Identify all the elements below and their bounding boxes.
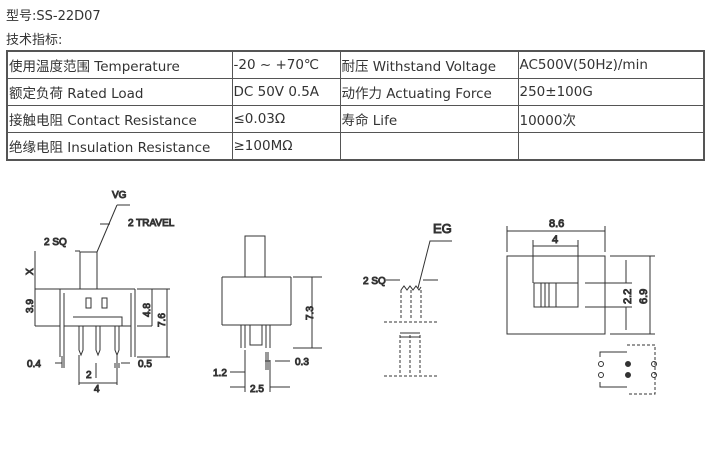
table-row: 绝缘电阻 Insulation Resistance ≥100MΩ <box>6 132 705 161</box>
label-0-3: 0.3 <box>295 357 309 368</box>
specs-table: 使用温度范围 Temperature -20 ~ +70℃ 耐压 Withsta… <box>6 50 705 161</box>
spec-label: 寿命 Life <box>339 105 519 133</box>
top-view-drawing: 8.6 4 2.2 6.9 <box>506 218 657 395</box>
label-x: X <box>25 268 36 275</box>
spec-value <box>517 132 705 161</box>
front-view-drawing: VG 2 TRAVEL 2 SQ X 3.9 4.8 7.6 0.4 0.5 2… <box>25 190 176 396</box>
label-1-2: 1.2 <box>213 368 227 379</box>
label-2sq-eg: 2 SQ <box>363 276 386 287</box>
label-travel: 2 TRAVEL <box>128 218 175 229</box>
eg-view-drawing: EG 2 SQ <box>363 221 452 377</box>
spec-value: AC500V(50Hz)/min <box>517 50 705 79</box>
spec-label: 动作力 Actuating Force <box>339 78 519 106</box>
label-7-6: 7.6 <box>157 313 168 327</box>
spec-value: 10000次 <box>517 105 705 133</box>
label-4-8: 4.8 <box>142 303 153 317</box>
table-row: 接触电阻 Contact Resistance ≤0.03Ω 寿命 Life 1… <box>6 105 705 133</box>
spec-label: 绝缘电阻 Insulation Resistance <box>6 132 233 161</box>
label-4-top: 4 <box>552 234 558 246</box>
model-number: 型号:SS-22D07 <box>6 9 101 24</box>
spec-label <box>339 132 519 161</box>
label-6-9: 6.9 <box>638 289 650 304</box>
label-0-5: 0.5 <box>138 359 152 370</box>
label-7-3: 7.3 <box>305 306 316 320</box>
side-view-drawing: 7.3 0.3 1.2 2.5 <box>213 235 322 396</box>
label-8-6: 8.6 <box>549 218 564 230</box>
label-4: 4 <box>94 384 100 395</box>
table-row: 额定负荷 Rated Load DC 50V 0.5A 动作力 Actuatin… <box>6 78 705 106</box>
spec-value: ≥100MΩ <box>231 132 341 161</box>
label-2sq: 2 SQ <box>44 237 67 248</box>
label-0-4: 0.4 <box>27 359 41 370</box>
label-2: 2 <box>86 370 92 381</box>
label-vg: VG <box>112 190 127 201</box>
label-2-5: 2.5 <box>250 384 264 395</box>
spec-value: DC 50V 0.5A <box>231 78 341 106</box>
spec-value: ≤0.03Ω <box>231 105 341 133</box>
specs-heading: 技术指标: <box>6 33 63 48</box>
label-eg: EG <box>433 221 452 236</box>
label-2-2: 2.2 <box>622 289 634 304</box>
label-3-9: 3.9 <box>25 299 36 313</box>
spec-label: 接触电阻 Contact Resistance <box>6 105 233 133</box>
